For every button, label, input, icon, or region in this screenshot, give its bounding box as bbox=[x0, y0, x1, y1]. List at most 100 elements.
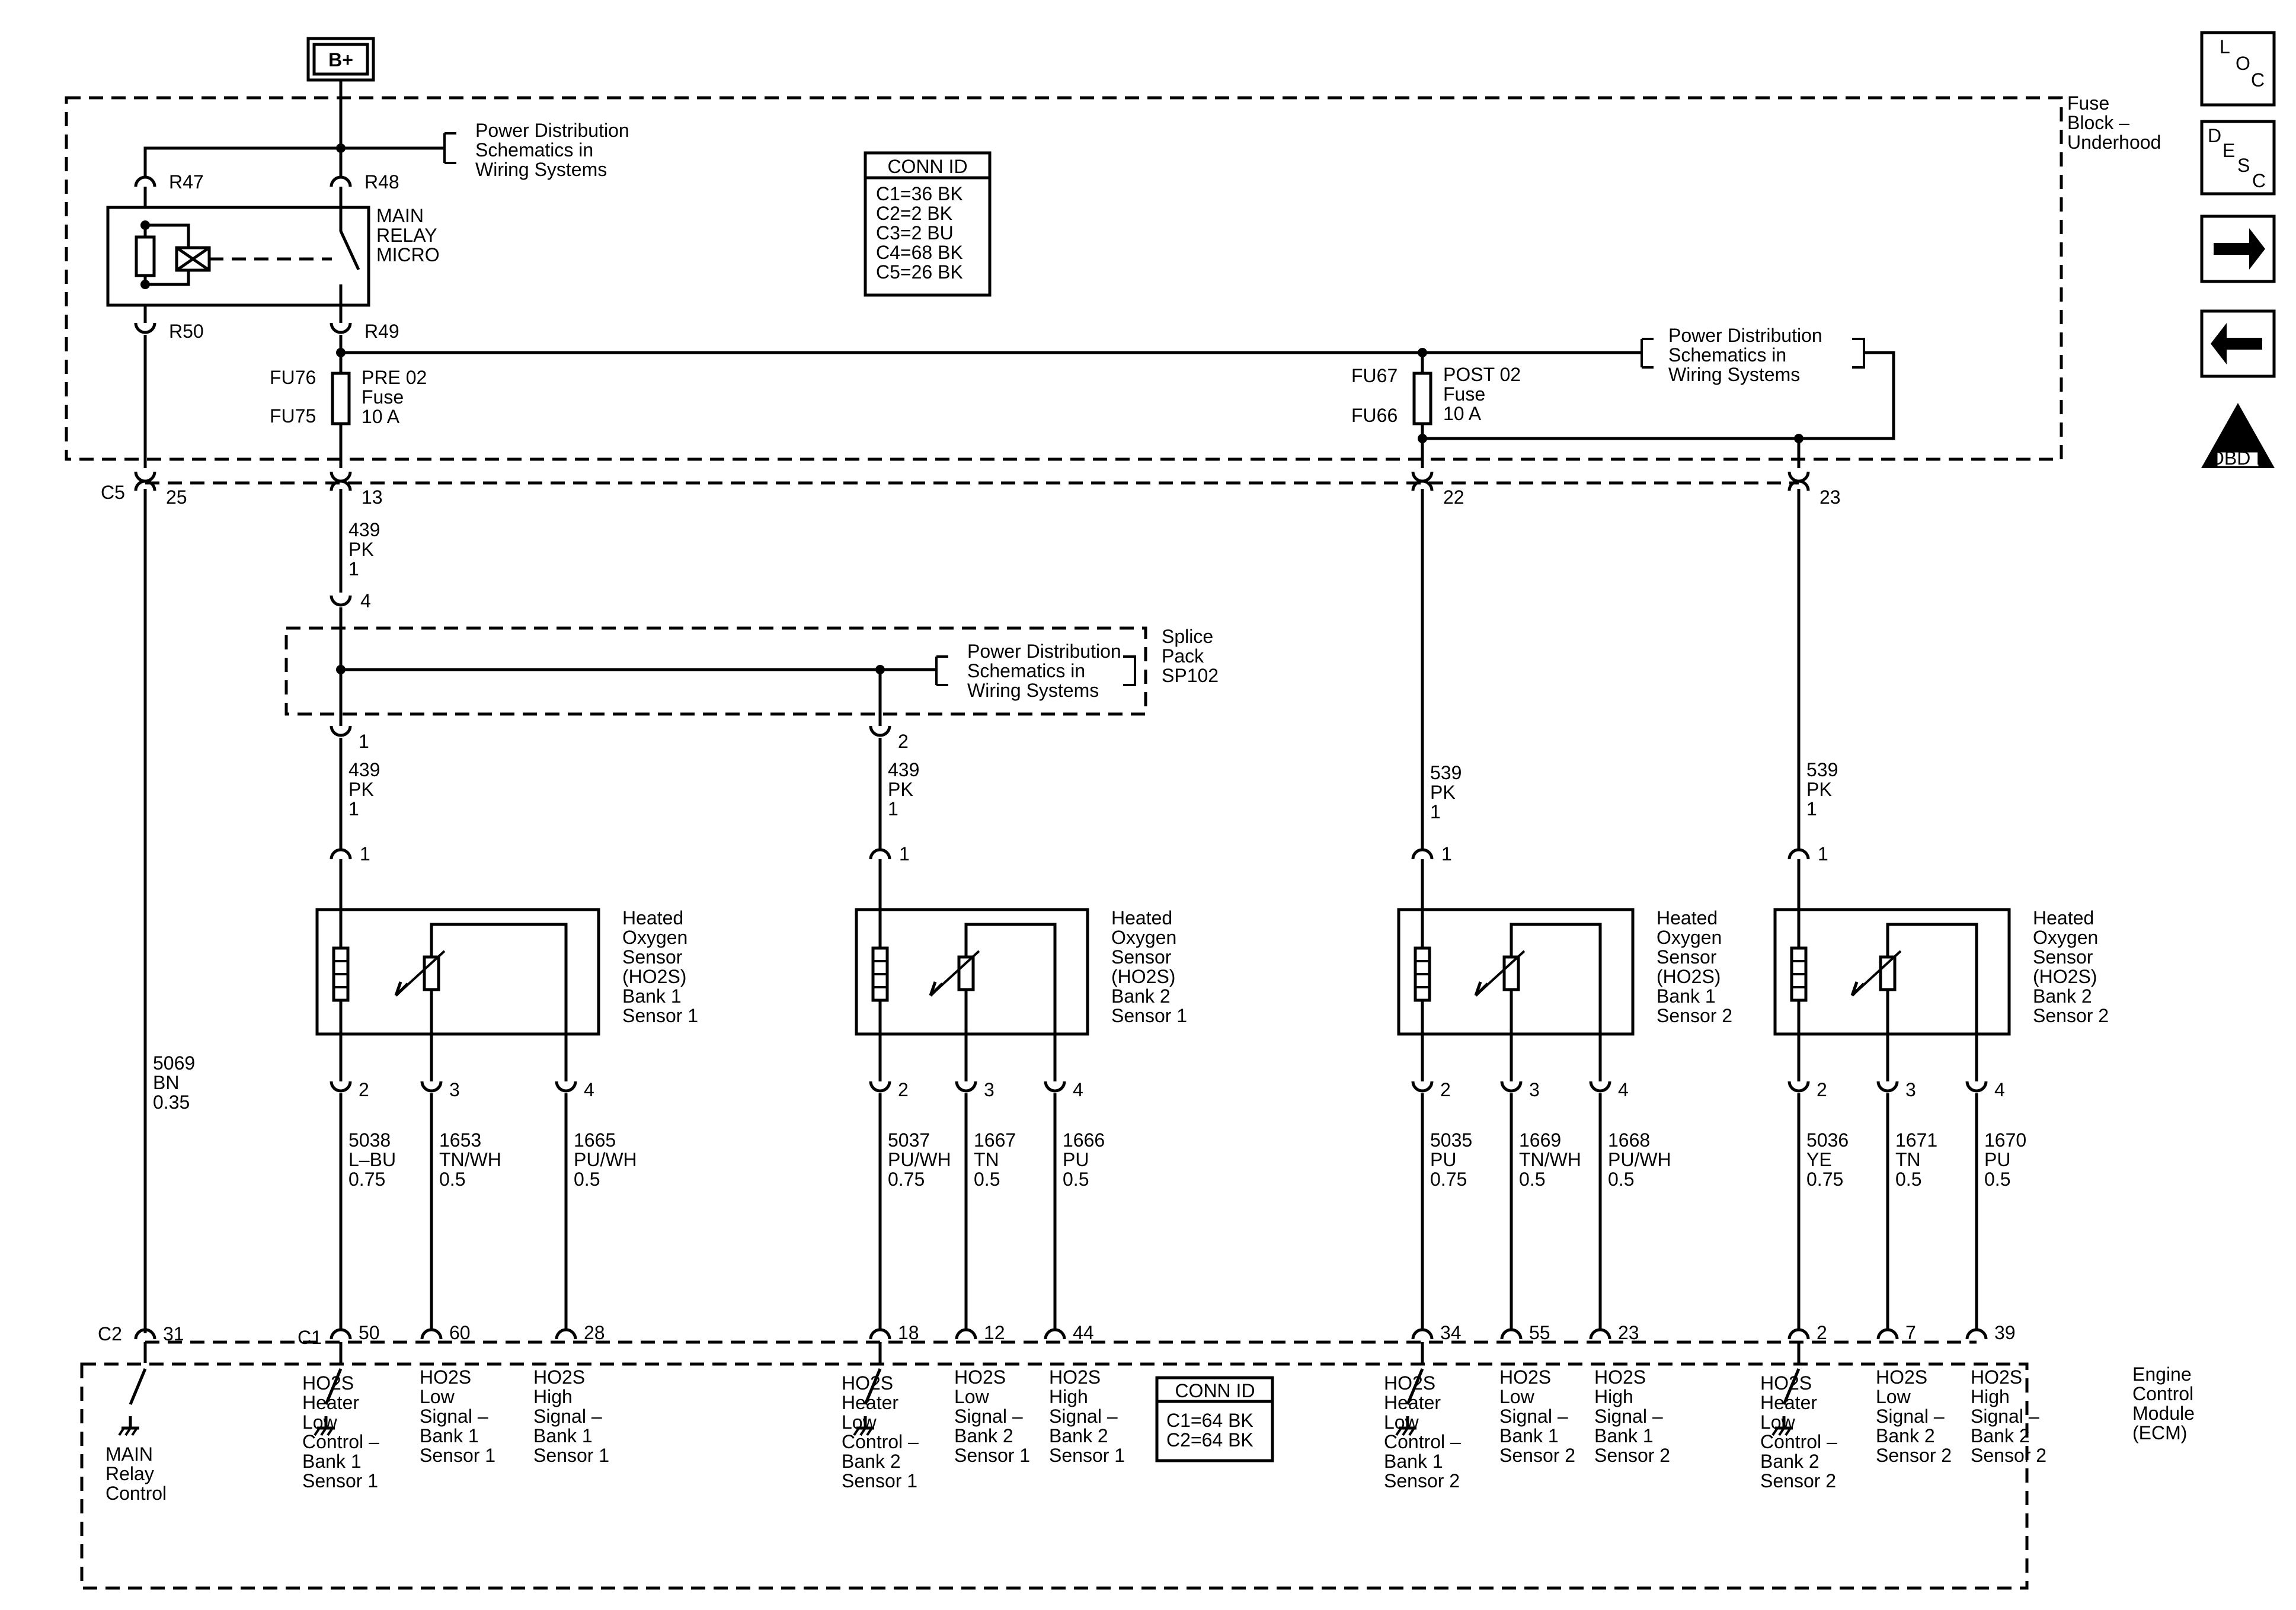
loc-icon: C bbox=[2251, 69, 2265, 91]
sensor-pin-number: 2 bbox=[1440, 1079, 1451, 1100]
ecm-input-label: Bank 2 bbox=[954, 1425, 1013, 1446]
ecm-pin bbox=[955, 1328, 977, 1340]
post02-fuse-label: POST 02 bbox=[1443, 364, 1521, 385]
ecm-input-label: HO2S bbox=[1760, 1372, 1812, 1394]
ho2s-signal-loop bbox=[964, 923, 1057, 1034]
obd-ii-label: OBD II bbox=[2209, 447, 2266, 469]
feed-wire-label: 1 bbox=[1430, 801, 1441, 822]
sensor-pin-number: 1 bbox=[1441, 843, 1452, 865]
c5-pin-number: 25 bbox=[166, 486, 187, 508]
wire-label: 5035 bbox=[1430, 1129, 1472, 1151]
ecm-input-label: Signal – bbox=[533, 1406, 602, 1427]
ecm-input-label: Low bbox=[1384, 1411, 1419, 1433]
power-distribution-ref: Schematics in bbox=[967, 660, 1085, 681]
sensor-pin-number: 3 bbox=[1529, 1079, 1540, 1100]
fuse-ref: FU67 bbox=[1351, 365, 1398, 386]
ecm-input-label: Sensor 1 bbox=[1049, 1445, 1125, 1466]
ecm-connector-name: C1 bbox=[298, 1327, 322, 1348]
fuse-block-boundary bbox=[65, 96, 2063, 461]
ecm-input-label: Heater bbox=[302, 1392, 359, 1413]
c5-pin bbox=[1787, 479, 1810, 491]
loc-icon: O bbox=[2236, 53, 2250, 74]
ho2s-sensor-name: (HO2S) bbox=[1657, 966, 1721, 987]
ho2s-sensor-box bbox=[315, 908, 600, 1036]
post-fuse-return bbox=[1799, 351, 1895, 440]
sensor-pin-number: 4 bbox=[1073, 1079, 1083, 1100]
sensor-feed-pin bbox=[1787, 848, 1810, 860]
wire-label: 0.75 bbox=[888, 1169, 925, 1190]
splice-pin: 2 bbox=[898, 731, 909, 752]
wire-label: 5037 bbox=[888, 1129, 930, 1151]
ho2s-sensor-name: Sensor 1 bbox=[1111, 1005, 1187, 1026]
ecm-input-label: HO2S bbox=[533, 1366, 585, 1388]
ecm-input-label: HO2S bbox=[1499, 1366, 1551, 1388]
feed-wire-label: PK bbox=[1806, 779, 1832, 800]
ho2s-sensor-name: Bank 1 bbox=[1657, 985, 1716, 1007]
sensor-pin-number: 2 bbox=[359, 1079, 369, 1100]
ecm-pin bbox=[1589, 1328, 1611, 1340]
ecm-input-label: High bbox=[1971, 1386, 2010, 1407]
splice-dot bbox=[1418, 434, 1427, 443]
c5-pin-number: 23 bbox=[1819, 486, 1841, 508]
wire-label: 1668 bbox=[1608, 1129, 1650, 1151]
ecm-input-label: Sensor 2 bbox=[1594, 1445, 1670, 1466]
ecm-input-label: Sensor 1 bbox=[954, 1445, 1030, 1466]
ecm-input-label: Sensor 1 bbox=[533, 1445, 609, 1466]
pre02-fuse-label: Fuse bbox=[362, 386, 404, 408]
desc-icon: E bbox=[2223, 140, 2235, 161]
wire-label: 439 bbox=[348, 519, 380, 540]
ho2s-sensor-name: Bank 1 bbox=[622, 985, 682, 1007]
wire bbox=[320, 1427, 327, 1436]
sensor-pin bbox=[1589, 1081, 1611, 1093]
ecm-input-label: Sensor 2 bbox=[1499, 1445, 1575, 1466]
sensor-pin bbox=[1500, 1081, 1523, 1093]
wire bbox=[859, 1427, 866, 1436]
pd-ref-bracket bbox=[935, 655, 948, 686]
wire-label: BN bbox=[153, 1072, 179, 1093]
ecm-driver-switch bbox=[864, 1368, 882, 1405]
ecm-label: Engine bbox=[2132, 1363, 2192, 1385]
ecm-input-label: Control – bbox=[842, 1431, 919, 1452]
ecm-label: Control bbox=[2132, 1383, 2193, 1404]
ecm-input-label: Signal – bbox=[1971, 1406, 2039, 1427]
ecm-input-label: Heater bbox=[1760, 1392, 1817, 1413]
ecm-pin bbox=[869, 1328, 891, 1340]
connector-pin bbox=[134, 175, 156, 187]
ecm-input-label: HO2S bbox=[420, 1366, 471, 1388]
desc-button[interactable] bbox=[2200, 120, 2276, 196]
sensor-pin bbox=[955, 1081, 977, 1093]
wire bbox=[314, 1427, 321, 1436]
ecm-pin-number: 12 bbox=[984, 1322, 1005, 1343]
feed-wire-label: 1 bbox=[1806, 798, 1817, 820]
ecm-input-label: Sensor 1 bbox=[420, 1445, 495, 1466]
sensor-pin bbox=[555, 1081, 577, 1093]
ecm-input-label: Bank 1 bbox=[1384, 1451, 1443, 1472]
ecm-input-label: High bbox=[1594, 1386, 1633, 1407]
wire-label: TN/WH bbox=[439, 1149, 501, 1170]
c5-pin-number: 22 bbox=[1443, 486, 1464, 508]
sensor-pin-number: 2 bbox=[898, 1079, 909, 1100]
ecm-input-label: HO2S bbox=[1049, 1366, 1101, 1388]
ecm-input-label: Signal – bbox=[1876, 1406, 1945, 1427]
feed-wire-label: 1 bbox=[888, 798, 898, 820]
wire-label: PU bbox=[1984, 1149, 2010, 1170]
wire-label: 0.5 bbox=[1063, 1169, 1089, 1190]
loc-button[interactable] bbox=[2200, 31, 2276, 107]
wire-label: 1667 bbox=[974, 1129, 1016, 1151]
ecm-input-label: HO2S bbox=[954, 1366, 1006, 1388]
ecm-driver-switch bbox=[1782, 1368, 1801, 1405]
ecm-input-label: HO2S bbox=[1594, 1366, 1646, 1388]
c5-pin bbox=[1411, 479, 1434, 491]
ecm-input-label: Bank 1 bbox=[1499, 1425, 1559, 1446]
sensor-pin-number: 1 bbox=[360, 843, 370, 865]
ecm-input-label: HO2S bbox=[302, 1372, 354, 1394]
sensor-feed-pin bbox=[869, 848, 891, 860]
sensor-pin bbox=[1876, 1081, 1899, 1093]
ho2s-sensor-name: Heated bbox=[1657, 907, 1718, 929]
battery-label: B+ bbox=[328, 49, 353, 71]
main-relay-control-label: Control bbox=[105, 1483, 167, 1504]
ho2s-sensor-name: Sensor bbox=[622, 946, 683, 968]
splice-pack-sp102 bbox=[284, 626, 1147, 716]
ecm-pin bbox=[1500, 1328, 1523, 1340]
